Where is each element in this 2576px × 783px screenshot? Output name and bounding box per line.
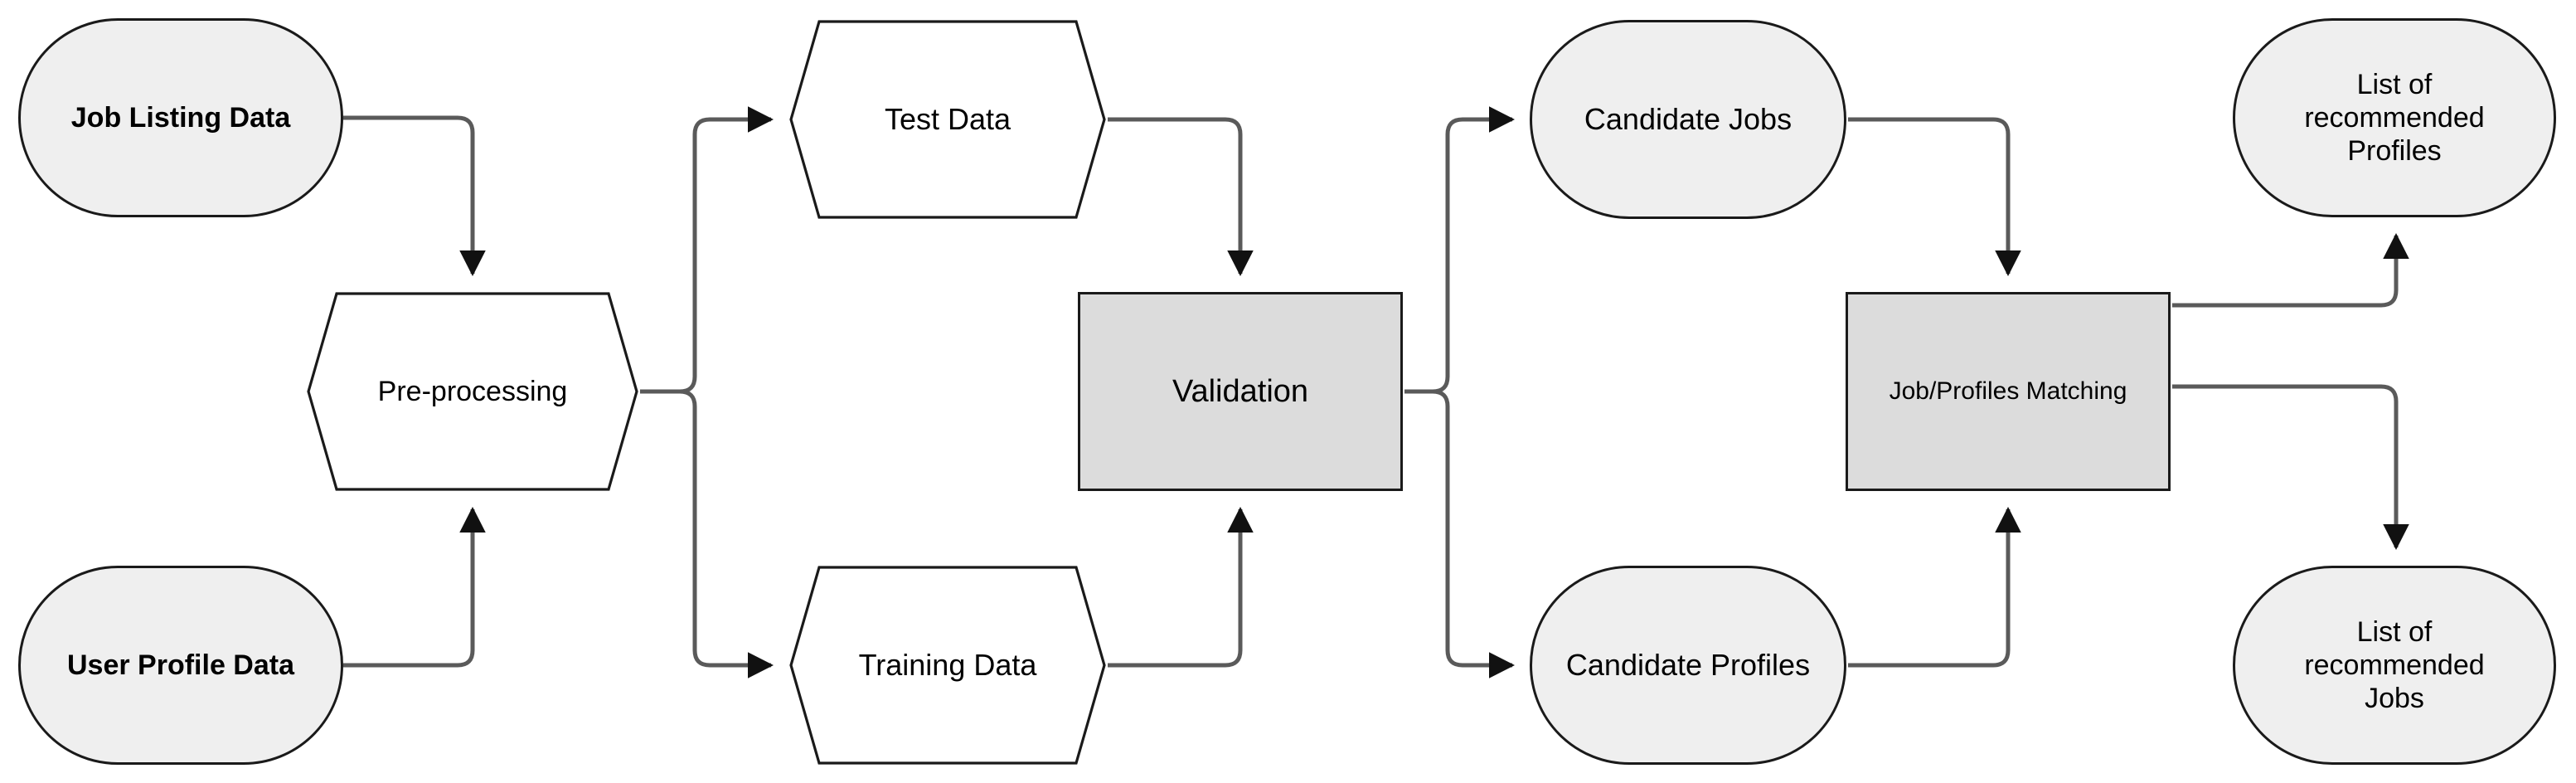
- node-list-of-recommended-jobs[interactable]: List of recommended Jobs: [2233, 566, 2556, 765]
- node-label-candidate-profiles: Candidate Profiles: [1565, 647, 1811, 682]
- node-label-list-of-recommended-jobs: List of recommended Jobs: [2304, 615, 2485, 715]
- hexagon-outline-test-data: [789, 20, 1106, 219]
- node-pre-processing[interactable]: Pre-processing: [307, 292, 638, 491]
- hexagon-outline-training-data: [789, 566, 1106, 765]
- node-candidate-jobs[interactable]: Candidate Jobs: [1530, 20, 1846, 219]
- edge-pre-processing-to-training-data: [640, 389, 774, 678]
- edge-validation-to-candidate-jobs: [1404, 106, 1516, 394]
- node-user-profile-data[interactable]: User Profile Data: [18, 566, 343, 765]
- edge-job-listing-data-to-pre-processing: [343, 115, 486, 277]
- edge-user-profile-data-to-pre-processing: [343, 506, 486, 668]
- node-candidate-profiles[interactable]: Candidate Profiles: [1530, 566, 1846, 765]
- node-job-listing-data[interactable]: Job Listing Data: [18, 18, 343, 217]
- hexagon-outline-pre-processing: [307, 292, 638, 491]
- edge-candidate-profiles-to-job-profiles-matching: [1848, 506, 2021, 668]
- node-job-profiles-matching[interactable]: Job/Profiles Matching: [1846, 292, 2171, 491]
- node-list-of-recommended-profiles[interactable]: List of recommended Profiles: [2233, 18, 2556, 217]
- edge-test-data-to-validation: [1108, 117, 1254, 277]
- edge-job-profiles-matching-to-list-of-recommended-profiles: [2172, 232, 2409, 308]
- node-label-validation: Validation: [1172, 373, 1309, 409]
- edge-training-data-to-validation: [1108, 506, 1254, 668]
- node-training-data[interactable]: Training Data: [789, 566, 1106, 765]
- node-label-test-data: Test Data: [884, 101, 1011, 136]
- node-label-pre-processing: Pre-processing: [377, 375, 568, 407]
- node-label-user-profile-data: User Profile Data: [67, 649, 294, 681]
- edge-pre-processing-to-test-data: [640, 106, 774, 394]
- edge-candidate-jobs-to-job-profiles-matching: [1848, 117, 2021, 277]
- node-label-candidate-jobs: Candidate Jobs: [1584, 101, 1793, 136]
- node-test-data[interactable]: Test Data: [789, 20, 1106, 219]
- node-label-job-listing-data: Job Listing Data: [70, 101, 291, 134]
- edge-job-profiles-matching-to-list-of-recommended-jobs: [2172, 384, 2409, 551]
- edge-validation-to-candidate-profiles: [1404, 389, 1516, 678]
- node-label-job-profiles-matching: Job/Profiles Matching: [1889, 377, 2127, 406]
- node-validation[interactable]: Validation: [1078, 292, 1403, 491]
- node-label-training-data: Training Data: [858, 647, 1037, 682]
- node-label-list-of-recommended-profiles: List of recommended Profiles: [2304, 68, 2485, 168]
